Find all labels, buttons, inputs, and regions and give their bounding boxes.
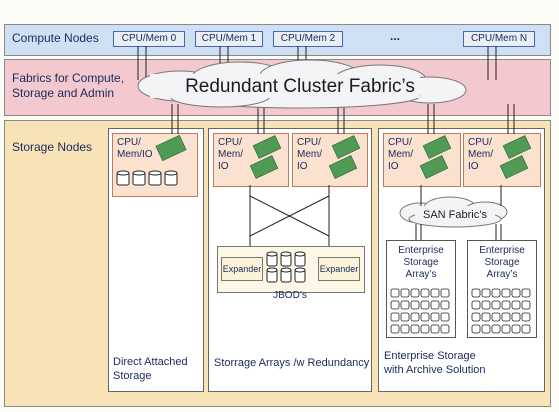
san-fabric-label: SAN Fabric’s	[423, 209, 487, 221]
compute-node: CPU/Mem 2	[273, 31, 343, 47]
fabric-storage-links	[171, 104, 515, 134]
disk-drive-icon	[116, 170, 178, 186]
disk-drive-icon	[390, 288, 531, 334]
disk-drive-icon	[266, 251, 306, 283]
enterprise-links	[415, 185, 502, 240]
expander-right: Expander	[318, 257, 360, 281]
array-cross-links	[249, 185, 330, 246]
compute-node: CPU/Mem N	[463, 31, 535, 47]
enterprise-server-node: CPU/ Mem/ IO	[383, 133, 461, 187]
compute-node-ellipsis: ...	[389, 29, 400, 43]
cluster-fabric-label: Redundant Cluster Fabric’s	[185, 76, 415, 97]
compute-nodes-label: Compute Nodes	[12, 31, 99, 45]
direct-attached-caption: Direct Attached Storage	[113, 356, 188, 382]
expander-left: Expander	[221, 257, 263, 281]
storage-arrays-caption: Storrage Arrays /w Redundancy	[214, 357, 370, 369]
storage-nodes-label: Storage Nodes	[12, 140, 93, 154]
direct-server-node: CPU/ Mem/IO	[112, 133, 198, 197]
enterprise-caption: Enterprise Storage with Archive Solution	[384, 350, 486, 376]
fabric-label: Fabrics for Compute, Storage and Admin	[12, 71, 125, 100]
interface-card-icon	[155, 134, 532, 179]
compute-node: CPU/Mem 0	[113, 31, 185, 47]
compute-node: CPU/Mem 1	[195, 31, 263, 47]
jbod-label: JBOD’s	[273, 290, 307, 301]
